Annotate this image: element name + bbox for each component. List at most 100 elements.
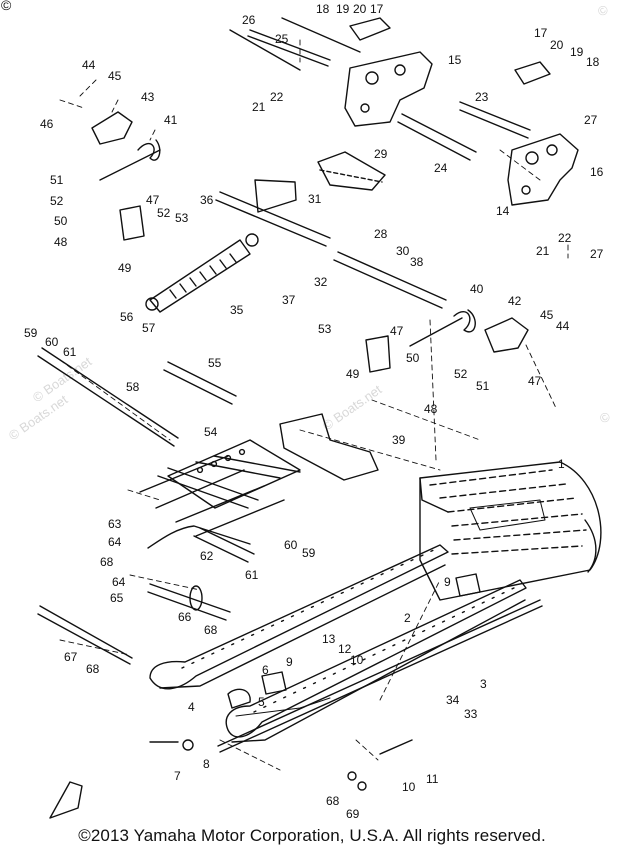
callout-label: 68: [100, 555, 114, 569]
callout-label: 33: [464, 707, 478, 721]
shaft-38: [333, 251, 447, 309]
callout-label: 17: [534, 26, 548, 40]
callout-label: 51: [476, 379, 490, 393]
callout-label: 20: [550, 38, 564, 52]
callout-label: 48: [424, 402, 438, 416]
wheel-66: [189, 585, 203, 611]
spring-40: [453, 309, 476, 333]
callout-label: 4: [188, 700, 195, 714]
callout-label: 24: [434, 161, 448, 175]
part-9-right: [455, 573, 481, 597]
callout-label: 21: [536, 244, 550, 258]
callout-label: 61: [245, 568, 259, 582]
rear-frame-54: [139, 439, 301, 537]
callout-label: 6: [262, 663, 269, 677]
callout-label: 17: [370, 2, 384, 16]
callout-label: 12: [338, 642, 352, 656]
wear-bar: [217, 599, 543, 753]
callout-label: 19: [336, 2, 350, 16]
callout-label: 9: [286, 655, 293, 669]
callout-label: 27: [584, 113, 598, 127]
callout-label: 60: [45, 335, 59, 349]
block-47-left: [119, 205, 145, 241]
callout-label: 63: [108, 517, 122, 531]
callout-label: 45: [108, 69, 122, 83]
callout-label: 64: [108, 535, 122, 549]
shaft-32: [215, 191, 331, 247]
front-brackets: [344, 51, 579, 206]
rod-67: [37, 605, 133, 665]
callout-label: 69: [346, 807, 360, 821]
callout-label: 3: [480, 677, 487, 691]
plate-42: [484, 317, 529, 353]
washer-68: [347, 771, 357, 781]
callout-label: 25: [275, 32, 289, 46]
callout-label: 32: [314, 275, 328, 289]
callout-label: 40: [470, 282, 484, 296]
bracket-39: [279, 413, 379, 481]
callout-label: 50: [406, 351, 420, 365]
callout-label: 46: [40, 117, 54, 131]
callout-label: 34: [446, 693, 460, 707]
leader-lines: [59, 39, 569, 771]
callout-label: 52: [454, 367, 468, 381]
callout-label: 13: [322, 632, 336, 646]
rail-end-cap: [49, 781, 83, 819]
spring-41: [137, 139, 161, 161]
callout-label: 56: [120, 310, 134, 324]
part-17-upper: [349, 17, 391, 41]
callout-label: 68: [86, 662, 100, 676]
callout-label: 31: [308, 192, 322, 206]
callout-label: 27: [590, 247, 604, 261]
callout-label: 5: [258, 695, 265, 709]
callout-label: 2: [404, 611, 411, 625]
corner-copyright-mark: ©: [1, 0, 12, 13]
callout-label: 36: [200, 193, 214, 207]
cross-shaft-b: [193, 527, 255, 563]
callout-label: 58: [126, 380, 140, 394]
callout-label: 47: [146, 193, 160, 207]
spring-41-arm: [99, 149, 161, 181]
block-47-right: [365, 335, 391, 373]
callout-label: 49: [118, 261, 132, 275]
callout-label: 8: [203, 757, 210, 771]
callout-label: 21: [252, 100, 266, 114]
callout-label: 61: [63, 345, 77, 359]
callout-label: 59: [24, 326, 38, 340]
callout-label: 19: [570, 45, 584, 59]
callout-label: 22: [558, 231, 572, 245]
rod-23: [459, 101, 531, 139]
callout-label: 9: [444, 575, 451, 589]
callout-label: 43: [141, 90, 155, 104]
callout-label: 26: [242, 13, 256, 27]
callout-label: 22: [270, 90, 284, 104]
callout-label: 55: [208, 356, 222, 370]
callout-label: 53: [175, 211, 189, 225]
part-17-right: [514, 61, 551, 85]
callout-label: 53: [318, 322, 332, 336]
callout-label: 52: [157, 206, 171, 220]
callout-label: 7: [174, 769, 181, 783]
rod-25b: [281, 17, 361, 53]
callout-label: 35: [230, 303, 244, 317]
callout-label: 28: [374, 227, 388, 241]
spring-40-arm: [409, 317, 463, 347]
callout-label: 54: [204, 425, 218, 439]
callout-label: 38: [410, 255, 424, 269]
callout-label: 10: [402, 780, 416, 794]
callout-label: 47: [390, 324, 404, 338]
shock-absorber: [145, 233, 259, 313]
link-29: [317, 151, 386, 191]
rod-24: [397, 113, 477, 161]
callout-label: 10: [350, 653, 364, 667]
callout-label: 45: [540, 308, 554, 322]
callout-label: 1: [558, 457, 565, 471]
bar-62: [147, 525, 251, 549]
rod-55: [163, 361, 237, 405]
callout-label: 50: [54, 214, 68, 228]
callout-label: 65: [110, 591, 124, 605]
cross-shaft-a: [157, 467, 259, 509]
callout-label: 11: [426, 772, 439, 786]
callout-label: 68: [204, 623, 218, 637]
